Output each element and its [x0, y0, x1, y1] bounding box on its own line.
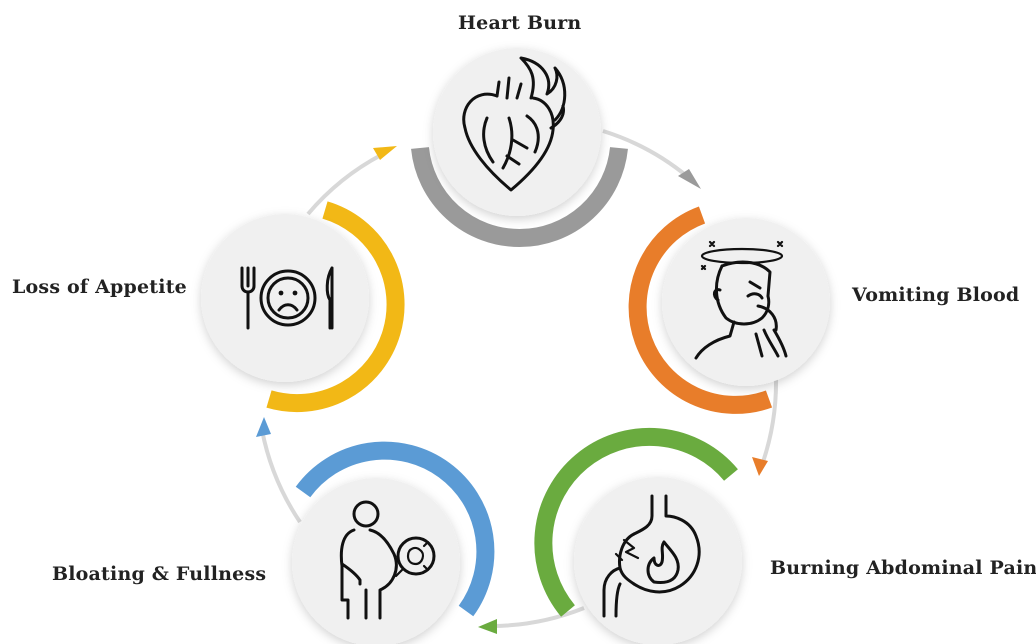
arrow-burning-to-bloating — [478, 619, 497, 634]
connector-burning-to-bloating — [492, 608, 584, 626]
connector-vomiting-to-burning — [763, 378, 776, 462]
label-bloating-fullness: Bloating & Fullness — [52, 563, 266, 585]
arrow-bloating-to-appetite — [256, 417, 271, 437]
node-circle-appetite — [201, 214, 369, 382]
label-burning-abdominal-pain: Burning Abdominal Pain — [770, 557, 1036, 579]
node-circle-vomiting-blood — [662, 218, 830, 386]
connector-appetite-to-heart — [308, 154, 383, 214]
label-heart-burn: Heart Burn — [458, 12, 581, 34]
node-circle-burning-pain — [574, 477, 742, 644]
label-loss-of-appetite: Loss of Appetite — [12, 276, 187, 298]
node-circles — [201, 48, 830, 644]
node-circle-heart-burn — [433, 48, 601, 216]
label-vomiting-blood: Vomiting Blood — [852, 284, 1019, 306]
connector-bloating-to-appetite — [262, 430, 300, 522]
